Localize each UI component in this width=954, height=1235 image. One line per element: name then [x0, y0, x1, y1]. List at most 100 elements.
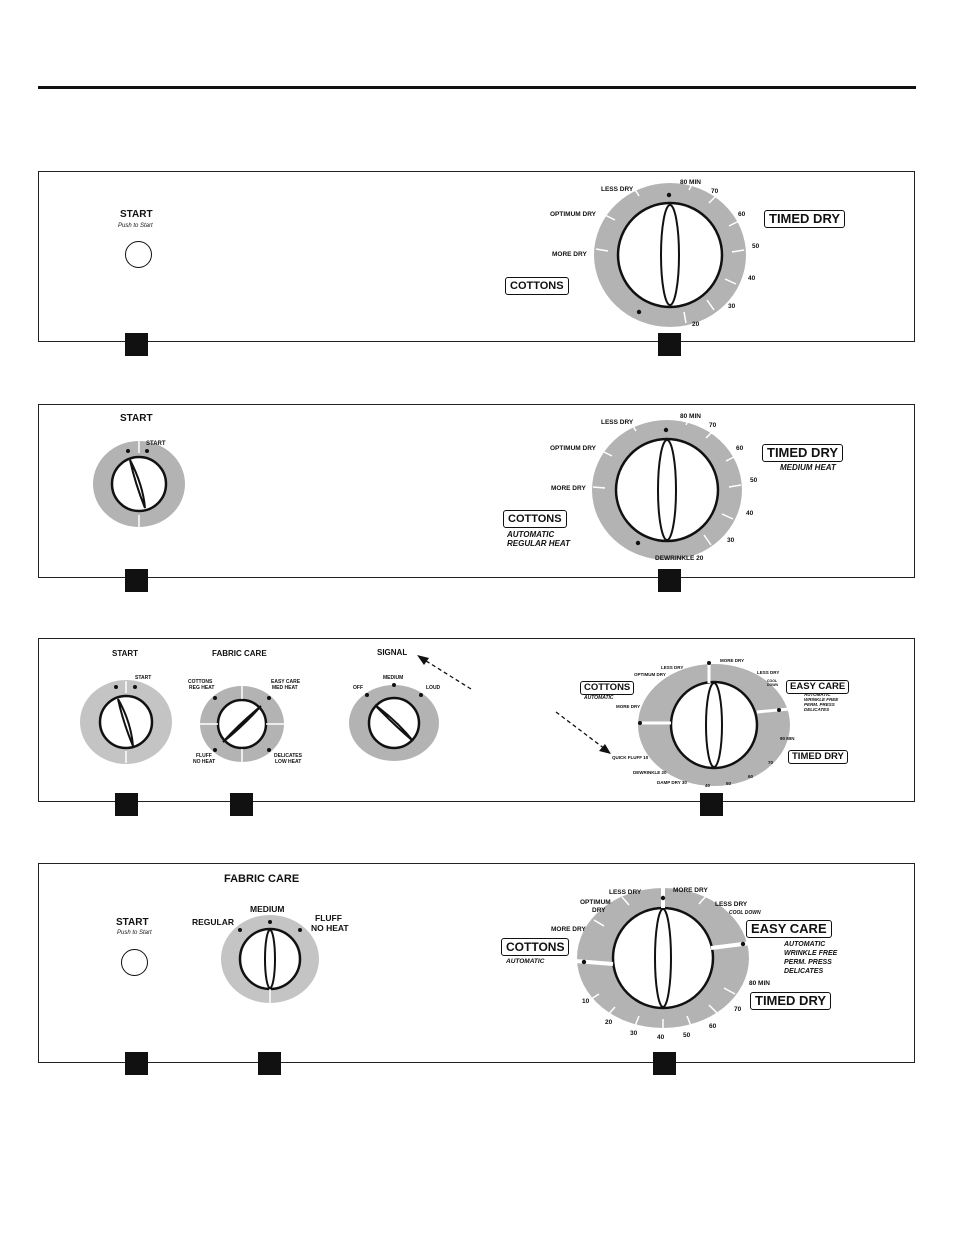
fabric-opt-easy-heat: MED HEAT	[272, 685, 298, 691]
signal-knob-control[interactable]	[369, 698, 419, 748]
dial-label-50: 50	[750, 477, 758, 484]
signal-opt-loud: LOUD	[426, 685, 441, 691]
callout-marker	[258, 1052, 281, 1075]
dial-label-more-dry-top: MORE DRY	[673, 887, 708, 894]
dial-label-40: 40	[657, 1034, 665, 1041]
callout-marker	[230, 793, 253, 816]
callout-marker	[125, 333, 148, 356]
signal-title: SIGNAL	[377, 648, 408, 657]
cottons-label: COTTONS	[505, 277, 569, 295]
start-dot	[126, 449, 130, 453]
cycle-dial-pointer	[660, 204, 680, 306]
dial-label-less-dry-left: LESS DRY	[609, 889, 642, 896]
fabric-care-pointer	[264, 929, 276, 989]
fabric-care-title: FABRIC CARE	[212, 649, 267, 658]
dial-label-60: 60	[709, 1023, 717, 1030]
dial-label-60: 60	[736, 445, 744, 452]
dial-label-optimum-dry: OPTIMUM DRY	[550, 211, 596, 218]
dial-label-60: 60	[738, 211, 746, 218]
dial-label-20: 20	[692, 321, 700, 328]
signal-opt-medium: MEDIUM	[383, 675, 404, 681]
dial-label-less-dry-left: LESS DRY	[661, 665, 684, 670]
cycle-dial-ticks	[595, 181, 745, 324]
start-button[interactable]	[121, 949, 148, 976]
callout-marker	[115, 793, 138, 816]
fabric-opt-delicates: DELICATES	[274, 753, 302, 759]
header-rule	[38, 86, 916, 89]
fabric-opt-cottons: COTTONS	[188, 679, 213, 685]
start-title: START	[120, 209, 153, 220]
easy-care-label: EASY CARE	[786, 680, 850, 694]
timed-dry-label: TIMED DRY	[764, 210, 846, 228]
start-subtitle: Push to Start	[118, 223, 153, 229]
callout-marker	[658, 333, 681, 356]
start-knob-pointer	[117, 698, 134, 747]
easy-care-sub-3: PERM. PRESS	[784, 959, 832, 966]
panel-3-graphics	[80, 655, 790, 786]
start-title: START	[116, 917, 149, 928]
start-knob-label: START	[135, 675, 152, 681]
dial-label-optimum-dry: OPTIMUM DRY	[634, 672, 666, 677]
cottons-label: COTTONS	[503, 510, 567, 528]
dial-label-80min: 80 MIN	[749, 980, 770, 987]
dial-label-damp-dry: DAMP DRY 30	[657, 780, 687, 785]
start-knob-control[interactable]	[100, 696, 152, 748]
dial-label-20: 20	[605, 1019, 613, 1026]
dial-label-down: DOWN	[767, 683, 779, 687]
dial-label-optimum-dry: OPTIMUM DRY	[550, 445, 596, 452]
fabric-opt-regular: REGULAR	[192, 917, 235, 927]
start-knob	[98, 694, 154, 750]
fabric-care-knob-control[interactable]	[218, 700, 266, 748]
cycle-dial-knob	[614, 437, 720, 543]
cottons-sub: AUTOMATIC	[506, 958, 545, 965]
dial-label-80min: 80 MIN	[680, 413, 701, 420]
callout-marker	[658, 569, 681, 592]
dial-label-dewrinkle: DEWRINKLE 20	[655, 555, 704, 562]
fabric-opt-fluff: FLUFF	[196, 753, 212, 759]
dial-label-more-dry-top: MORE DRY	[720, 658, 745, 663]
cottons-label: COTTONS	[580, 681, 635, 695]
easy-care-sub-1: AUTOMATIC	[804, 692, 831, 697]
dial-label-50: 50	[752, 243, 760, 250]
panel-2-graphics	[93, 415, 742, 560]
dial-label-10: 10	[582, 998, 590, 1005]
start-dot	[145, 449, 149, 453]
dial-label-50: 50	[683, 1032, 691, 1039]
start-button[interactable]	[125, 241, 152, 268]
start-knob-control[interactable]	[112, 457, 166, 511]
dial-label-30: 30	[728, 303, 736, 310]
signal-pointer	[374, 704, 414, 742]
easy-care-sub-4: DELICATES	[804, 707, 830, 712]
dial-label-60: 60	[748, 774, 754, 779]
fabric-opt-no-heat: NO HEAT	[311, 923, 349, 933]
dial-label-less-dry: LESS DRY	[601, 186, 634, 193]
cycle-dial-pointer	[705, 682, 723, 768]
easy-care-label: EASY CARE	[746, 920, 832, 938]
cottons-sub-regular-heat: REGULAR HEAT	[507, 539, 570, 548]
fabric-opt-medium: MEDIUM	[250, 904, 285, 914]
dial-label-70: 70	[768, 760, 774, 765]
dial-dot	[666, 192, 672, 198]
dial-dot	[635, 540, 641, 546]
fabric-care-title: FABRIC CARE	[224, 873, 300, 885]
timed-dry-label: TIMED DRY	[750, 992, 832, 1010]
callout-marker	[653, 1052, 676, 1075]
dial-label-40: 40	[746, 510, 754, 517]
fabric-opt-fluff: FLUFF	[315, 913, 342, 923]
dial-label-cool: COOL	[767, 679, 778, 683]
dial-label-more-dry-left: MORE DRY	[551, 926, 586, 933]
dial-label-less-dry: LESS DRY	[601, 419, 634, 426]
dial-label-optimum: OPTIMUM	[580, 899, 611, 906]
dial-label-90min: 90 MIN	[780, 736, 795, 741]
start-subtitle: Push to Start	[117, 930, 152, 936]
dial-label-less-dry-right: LESS DRY	[715, 901, 748, 908]
dial-label-more-dry: MORE DRY	[552, 251, 587, 258]
cycle-dial-knob	[616, 201, 724, 309]
control-panel-1: START Push to Start LESS DRY OPTIMUM DRY…	[38, 171, 915, 342]
dial-label-cool-down: COOL DOWN	[729, 910, 761, 916]
fabric-care-knob-control[interactable]	[240, 929, 300, 989]
dial-label-50: 50	[726, 781, 732, 786]
start-knob-label: START	[146, 441, 166, 447]
dial-label-more-dry: MORE DRY	[551, 485, 586, 492]
easy-care-sub-1: AUTOMATIC	[784, 941, 826, 948]
